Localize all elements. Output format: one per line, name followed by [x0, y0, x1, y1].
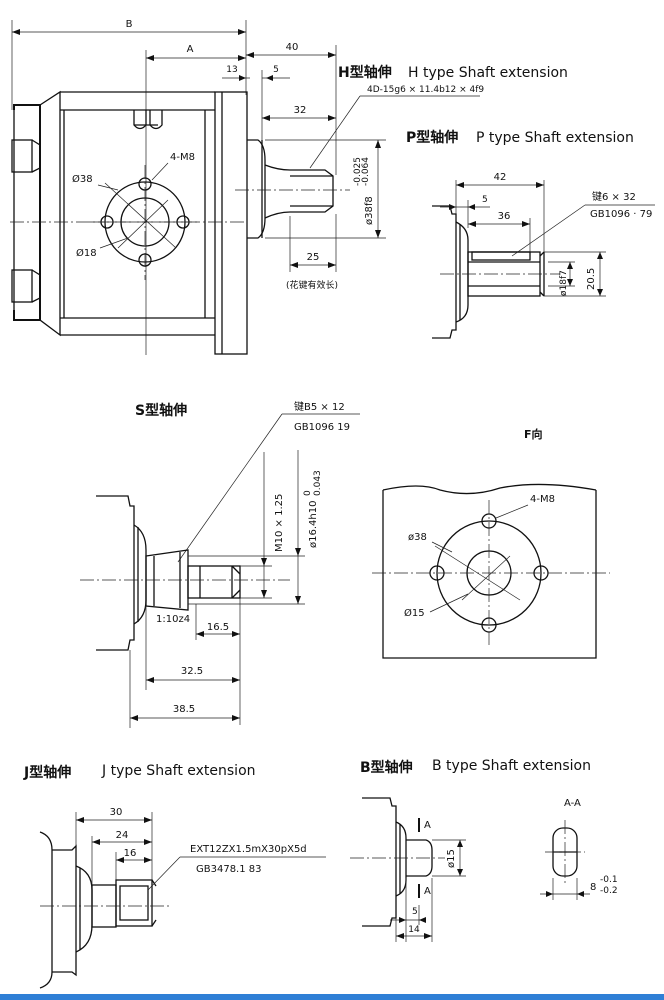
s-dim-38-5-label: 38.5	[173, 704, 195, 715]
s-type-heading: S型轴伸	[135, 402, 187, 419]
b-dia-15-label: ø15	[446, 849, 457, 868]
b-section-label-bottom: A	[424, 886, 431, 897]
f-view-title: F向	[524, 427, 543, 441]
p-dim-20-5-label: 20.5	[586, 268, 597, 290]
s-dia-label: ø16.4h10	[308, 501, 319, 548]
dim-32-label: 32	[294, 105, 307, 116]
b-dim-5-label: 5	[412, 907, 418, 917]
shaft-tol-lower: -0.064	[361, 157, 371, 186]
s-standard-label: GB1096 19	[294, 422, 350, 433]
b-type-view: B型轴伸 B type Shaft extension A A ø15 5	[350, 758, 618, 942]
h-type-view: B A 40 13 5 32	[10, 19, 568, 355]
s-type-view: S型轴伸 键B5 × 12 GB1096 19 M10 × 1.25	[80, 400, 360, 728]
j-dim-24-label: 24	[116, 830, 129, 841]
shaft-tol-upper: -0.025	[353, 157, 363, 186]
s-key-label: 键B5 × 12	[294, 400, 345, 413]
f-view: F向 ø38 Ø15 4-M8	[372, 427, 610, 659]
b-tol-upper: -0.1	[600, 875, 618, 885]
shaft-dia-label: ø38f8	[364, 196, 375, 225]
spline-spec-label: 4D-15g6 × 11.4b12 × 4f9	[367, 85, 484, 95]
j-type-view: J型轴伸 J type Shaft extension 30 24 16 EXT	[23, 763, 326, 989]
p-key-label: 键6 × 32	[592, 190, 636, 203]
j-standard-label: GB3478.1 83	[196, 864, 262, 875]
holes-4m8-label: 4-M8	[170, 152, 195, 163]
p-type-heading-en: P type Shaft extension	[476, 130, 634, 146]
s-dim-16-5-label: 16.5	[207, 622, 229, 633]
dim-a-label: A	[187, 44, 194, 55]
j-spline-spec-label: EXT12ZX1.5mX30pX5d	[190, 844, 307, 855]
dia-38-label: Ø38	[72, 173, 93, 185]
b-dim-8-label: 8	[590, 882, 596, 893]
p-standard-label: GB1096 · 79	[590, 209, 652, 220]
bottom-accent-bar	[0, 994, 664, 1000]
p-type-view: P型轴伸 P type Shaft extension 42 5 36	[406, 129, 655, 339]
s-taper-label: 1:10z4	[156, 614, 190, 625]
h-type-heading-en: H type Shaft extension	[408, 65, 568, 81]
b-type-heading-en: B type Shaft extension	[432, 758, 591, 774]
f-dia-15-label: Ø15	[404, 607, 425, 619]
j-type-heading-cn: J型轴伸	[23, 764, 71, 781]
s-dim-32-5-label: 32.5	[181, 666, 203, 677]
h-type-heading-cn: H型轴伸	[338, 64, 392, 81]
b-aa-title: A-A	[564, 798, 581, 809]
j-type-heading-en: J type Shaft extension	[101, 763, 256, 779]
dim-5-label: 5	[273, 65, 279, 75]
dim-b-label: B	[126, 19, 133, 30]
p-dim-42-label: 42	[494, 172, 507, 183]
dia-18-label: Ø18	[76, 247, 97, 259]
f-dia-38-label: ø38	[408, 532, 427, 543]
j-dim-16-label: 16	[124, 848, 137, 859]
p-dim-5-label: 5	[482, 195, 488, 205]
dim-25-label: 25	[307, 252, 320, 263]
f-holes-label: 4-M8	[530, 494, 555, 505]
s-dia-tol-upper: 0	[303, 490, 313, 496]
p-dim-36-label: 36	[498, 211, 511, 222]
b-section-label-top: A	[424, 820, 431, 831]
b-tol-lower: -0.2	[600, 886, 618, 896]
dim-13-label: 13	[226, 65, 237, 75]
dim-40-label: 40	[286, 42, 299, 53]
j-dim-30-label: 30	[110, 807, 123, 818]
p-dia-label: ø18f7	[559, 270, 569, 296]
s-dia-tol-lower: 0.043	[313, 470, 323, 496]
b-dim-14-label: 14	[408, 925, 420, 935]
b-type-heading-cn: B型轴伸	[360, 759, 413, 776]
s-thread-label: M10 × 1.25	[274, 494, 285, 552]
p-type-heading-cn: P型轴伸	[406, 129, 458, 146]
spline-length-note: (花键有效长)	[286, 279, 338, 291]
